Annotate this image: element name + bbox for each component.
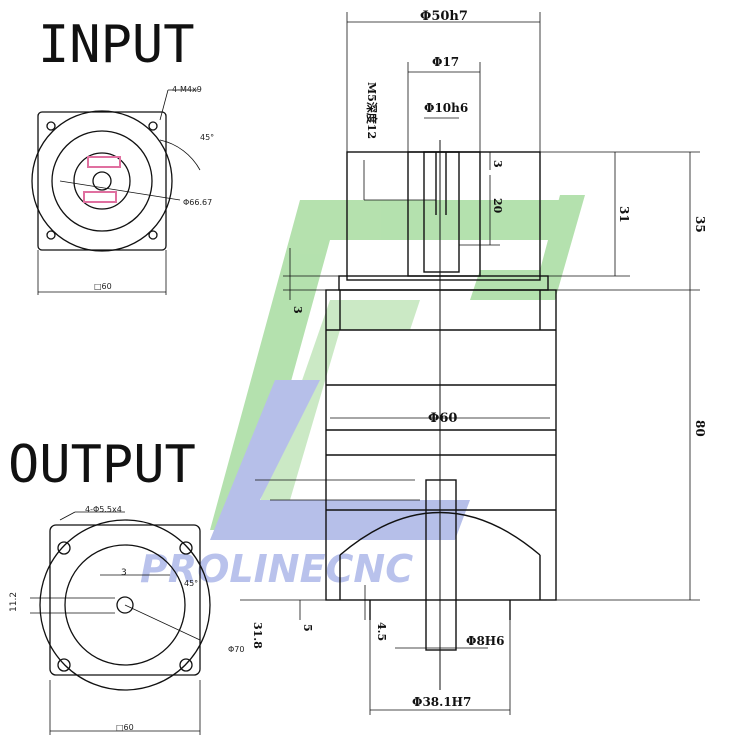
dim-label-20: 20 bbox=[491, 198, 504, 214]
dim-label-shaft-dia: Φ10h6 bbox=[424, 101, 468, 115]
shaft-bore bbox=[423, 151, 460, 273]
input-clamp-top bbox=[87, 156, 121, 168]
output-shaft bbox=[425, 479, 457, 651]
dim-label-hub-dia: Φ17 bbox=[432, 55, 459, 69]
input-center-line bbox=[59, 180, 181, 201]
input-angle-arc bbox=[159, 139, 201, 171]
dim-label-4-5: 4.5 bbox=[375, 622, 388, 641]
dim-label-thread: M5深度12 bbox=[365, 82, 379, 139]
input-pcd-label: Φ66.67 bbox=[183, 198, 212, 207]
output-diagonal bbox=[124, 604, 201, 641]
output-hole-tl bbox=[57, 541, 71, 555]
output-arch bbox=[339, 511, 541, 556]
side-dimensions bbox=[240, 12, 700, 715]
output-hole-br bbox=[179, 658, 193, 672]
output-angle-label: 45° bbox=[184, 579, 198, 588]
input-clamp-bottom bbox=[83, 191, 117, 203]
output-heading: OUTPUT bbox=[8, 435, 196, 495]
input-clamp-accent bbox=[83, 156, 121, 203]
output-hole-bl bbox=[57, 658, 71, 672]
dim-label-body-dia: Φ60 bbox=[428, 411, 457, 426]
output-holes-leader bbox=[59, 511, 76, 521]
watermark-green-stroke-3 bbox=[250, 300, 440, 530]
output-flange-view bbox=[30, 511, 211, 735]
input-heading: INPUT bbox=[38, 15, 195, 75]
watermark-green-stroke-2 bbox=[470, 195, 585, 300]
dim-label-top-dia: Φ50h7 bbox=[420, 9, 468, 24]
output-holes-label: 4-Φ5.5x4 bbox=[85, 505, 122, 514]
output-key-label: 3 bbox=[121, 568, 127, 578]
dim-label-bore: Φ8H6 bbox=[466, 634, 505, 648]
output-shaft-circle bbox=[116, 596, 134, 614]
dim-label-pilot: Φ38.1H7 bbox=[412, 695, 471, 709]
input-holes-label: 4-M4x9 bbox=[172, 85, 202, 94]
output-flange-outline bbox=[49, 524, 201, 676]
input-flange-outline bbox=[37, 111, 167, 251]
input-hole-tl bbox=[46, 121, 56, 131]
dim-label-80: 80 bbox=[693, 420, 707, 437]
output-pcd-label: Φ70 bbox=[228, 645, 244, 654]
output-flange-circle bbox=[39, 519, 211, 691]
gearbox-body bbox=[325, 289, 557, 601]
input-bore-circle bbox=[92, 171, 112, 191]
dim-label-3-top: 3 bbox=[491, 160, 504, 168]
input-hole-tr bbox=[148, 121, 158, 131]
dim-label-3-left: 3 bbox=[291, 306, 304, 314]
input-flange-circle bbox=[31, 110, 173, 252]
dim-label-31-8: 31.8 bbox=[251, 622, 264, 649]
input-width-label: □60 bbox=[94, 282, 112, 291]
input-angle-label: 45° bbox=[200, 133, 214, 142]
watermark-green-stroke-1 bbox=[210, 200, 570, 530]
side-view bbox=[325, 140, 557, 690]
input-hole-br bbox=[148, 230, 158, 240]
dim-label-5: 5 bbox=[301, 624, 314, 632]
dim-label-35: 35 bbox=[693, 216, 707, 233]
dim-label-31: 31 bbox=[617, 206, 631, 223]
input-flange-view bbox=[31, 89, 201, 295]
output-key-height-label: 11.2 bbox=[9, 592, 19, 612]
output-pcd-circle bbox=[64, 544, 186, 666]
output-hole-tr bbox=[179, 541, 193, 555]
input-holes-leader bbox=[159, 89, 169, 121]
input-hole-bl bbox=[46, 230, 56, 240]
output-width-label: □60 bbox=[116, 723, 134, 732]
watermark-logo bbox=[210, 195, 585, 540]
input-pcd-circle bbox=[51, 130, 153, 232]
input-hub-circle bbox=[73, 152, 131, 210]
